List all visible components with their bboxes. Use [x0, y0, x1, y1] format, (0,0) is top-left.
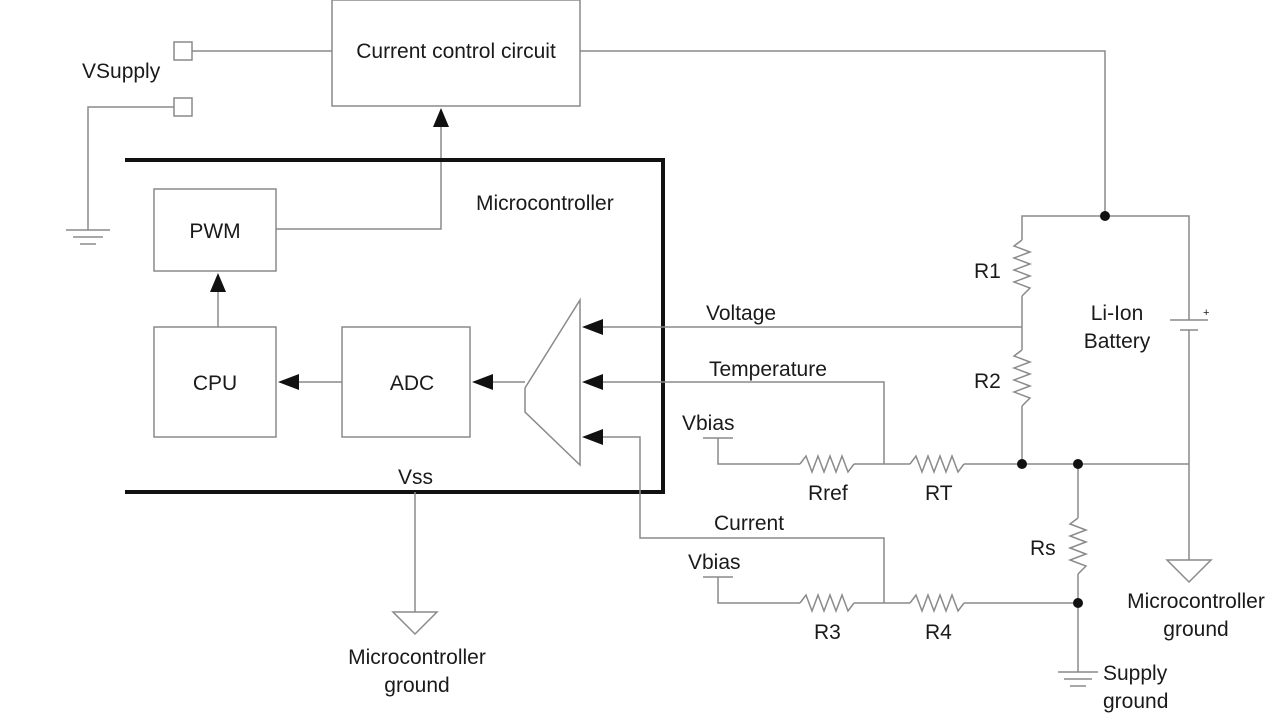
temperature-label: Temperature [709, 358, 827, 381]
r4-resistor [909, 592, 965, 614]
junction-dot-rs-top [1073, 459, 1083, 469]
r4-label: R4 [925, 621, 952, 644]
arrow-temperature [582, 374, 603, 390]
left-ground-wire [87, 106, 174, 230]
junction-dot-r2 [1017, 459, 1027, 469]
arrow-into-control [433, 108, 449, 127]
current-wire [603, 436, 885, 603]
vbias-bottom-wire [717, 577, 800, 604]
multiplexer [524, 297, 581, 467]
pwm-to-control-wire [276, 126, 442, 230]
vsupply-terminal-top [173, 41, 193, 61]
supply-ground-symbol [1058, 671, 1098, 687]
r3-resistor [799, 592, 855, 614]
vsupply-terminal-bottom [173, 97, 193, 117]
rref-resistor [799, 453, 855, 475]
supply-ground-label-2: ground [1103, 690, 1168, 713]
rs-label: Rs [1030, 537, 1056, 560]
vsupply-label: VSupply [82, 60, 161, 83]
supply-ground-label-1: Supply [1103, 662, 1168, 685]
control-to-battery-wire [580, 50, 1106, 216]
r2-resistor [1011, 349, 1033, 407]
arrow-voltage [582, 319, 603, 335]
voltage-label: Voltage [706, 302, 776, 325]
top-node-to-r1-wire [1021, 215, 1105, 240]
battery-positive-wire [1105, 215, 1190, 320]
chassis-ground-symbol-left [66, 229, 110, 245]
microcontroller-label: Microcontroller [476, 192, 614, 215]
arrow-into-adc [472, 374, 493, 390]
microcontroller-border [125, 158, 665, 494]
arrow-into-pwm [210, 273, 226, 292]
vbias-bottom-label: Vbias [688, 551, 741, 574]
junction-dot-top [1100, 211, 1110, 221]
arrow-into-cpu [278, 374, 299, 390]
mc-ground-symbol-right [1165, 559, 1213, 584]
vbias-top-wire [717, 438, 800, 465]
mc-ground-right-label-1: Microcontroller [1127, 590, 1265, 613]
r2-label: R2 [974, 370, 1001, 393]
junction-dot-rs-bottom [1073, 598, 1083, 608]
adc-label: ADC [390, 372, 434, 395]
cpu-block [153, 326, 277, 438]
mc-ground-left-label-1: Microcontroller [348, 646, 486, 669]
vss-label: Vss [398, 466, 433, 489]
battery-plus-sign: + [1203, 307, 1209, 319]
pwm-label: PWM [189, 220, 240, 243]
rt-label: RT [925, 482, 953, 505]
current-control-circuit-label: Current control circuit [356, 40, 556, 63]
rt-resistor [909, 453, 965, 475]
r3-label: R3 [814, 621, 841, 644]
cpu-label: CPU [193, 372, 237, 395]
rs-resistor [1067, 517, 1089, 575]
mc-ground-right-label-2: ground [1163, 618, 1228, 641]
mc-ground-symbol-left [391, 611, 439, 636]
mc-ground-left-label-2: ground [384, 674, 449, 697]
battery-label-2: Battery [1084, 330, 1151, 353]
vbias-top-label: Vbias [682, 412, 735, 435]
battery-label-1: Li-Ion [1091, 302, 1144, 325]
rref-label: Rref [808, 482, 848, 505]
r1-label: R1 [974, 260, 1001, 283]
current-label: Current [714, 512, 784, 535]
current-control-circuit-block [331, 0, 581, 107]
arrow-current [582, 429, 603, 445]
r1-resistor [1011, 239, 1033, 297]
temperature-wire [603, 381, 885, 464]
pwm-block [153, 188, 277, 272]
